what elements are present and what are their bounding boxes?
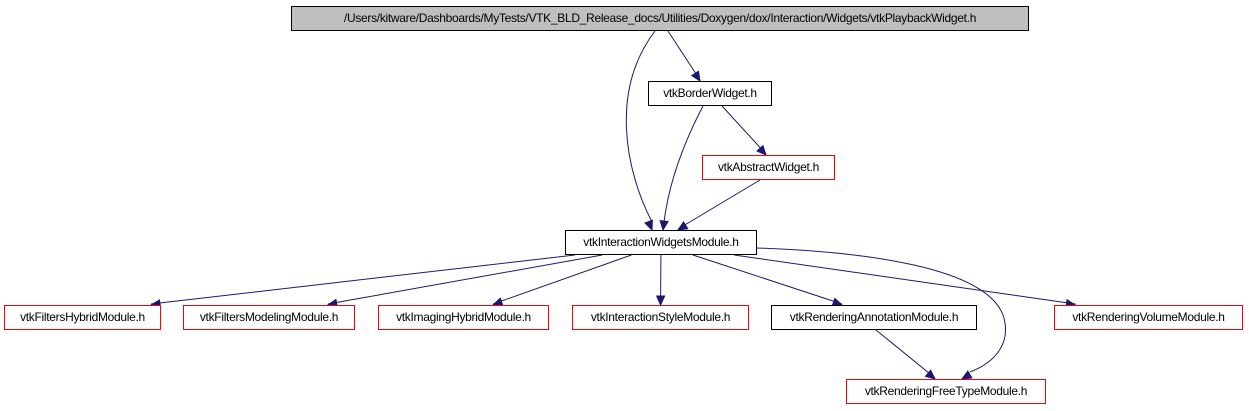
node-vtkplaybackwidget-h[interactable]: /Users/kitware/Dashboards/MyTests/VTK_BL… (291, 6, 1029, 31)
node-vtkfiltershybridmodule-h[interactable]: vtkFiltersHybridModule.h (4, 305, 161, 330)
edge-root-to-border (667, 30, 701, 81)
node-vtkinteractionwidgetsmodule-h[interactable]: vtkInteractionWidgetsModule.h (565, 230, 757, 255)
node-vtkrenderingannotationmodule-h[interactable]: vtkRenderingAnnotationModule.h (771, 305, 977, 330)
edge-ram-to-rftm (875, 329, 936, 379)
edge-iwm-to-rftm (756, 247, 1007, 373)
edge-border-to-iwm-arrowhead (659, 219, 669, 232)
edge-root-to-border-arrowhead (690, 70, 701, 83)
node-vtkinteractionstylemodule-h[interactable]: vtkInteractionStyleModule.h (572, 305, 749, 330)
edge-border-to-abstract-arrowhead (756, 144, 767, 156)
edge-border-to-iwm (663, 105, 704, 223)
edge-iwm-to-rvm (734, 254, 1076, 305)
node-vtkrenderingfreetypemodule-h[interactable]: vtkRenderingFreeTypeModule.h (846, 379, 1046, 404)
edge-root-to-iwm-arrowhead (644, 219, 653, 232)
edge-abstract-to-iwm-arrowhead (676, 220, 689, 231)
edge-iwm-to-rftm-arrowhead (960, 370, 973, 380)
node-vtkborderwidget-h[interactable]: vtkBorderWidget.h (648, 81, 772, 106)
edge-iwm-to-ram (692, 254, 843, 305)
edge-iwm-to-ism-arrowhead (655, 295, 666, 307)
edge-ram-to-rftm-arrowhead (924, 369, 936, 380)
node-vtkrenderingvolumemodule-h[interactable]: vtkRenderingVolumeModule.h (1054, 305, 1243, 330)
edge-iwm-to-fmm (327, 254, 603, 305)
edge-iwm-to-fhm (150, 254, 576, 305)
edge-border-to-abstract (721, 105, 767, 155)
node-vtkabstractwidget-h[interactable]: vtkAbstractWidget.h (702, 155, 835, 180)
edge-iwm-to-ihm (492, 254, 632, 305)
node-vtkimaginghybridmodule-h[interactable]: vtkImagingHybridModule.h (378, 305, 549, 330)
edge-abstract-to-iwm (677, 179, 761, 230)
node-vtkfiltersmodelingmodule-h[interactable]: vtkFiltersModelingModule.h (183, 305, 355, 330)
edge-root-to-iwm (625, 30, 656, 223)
